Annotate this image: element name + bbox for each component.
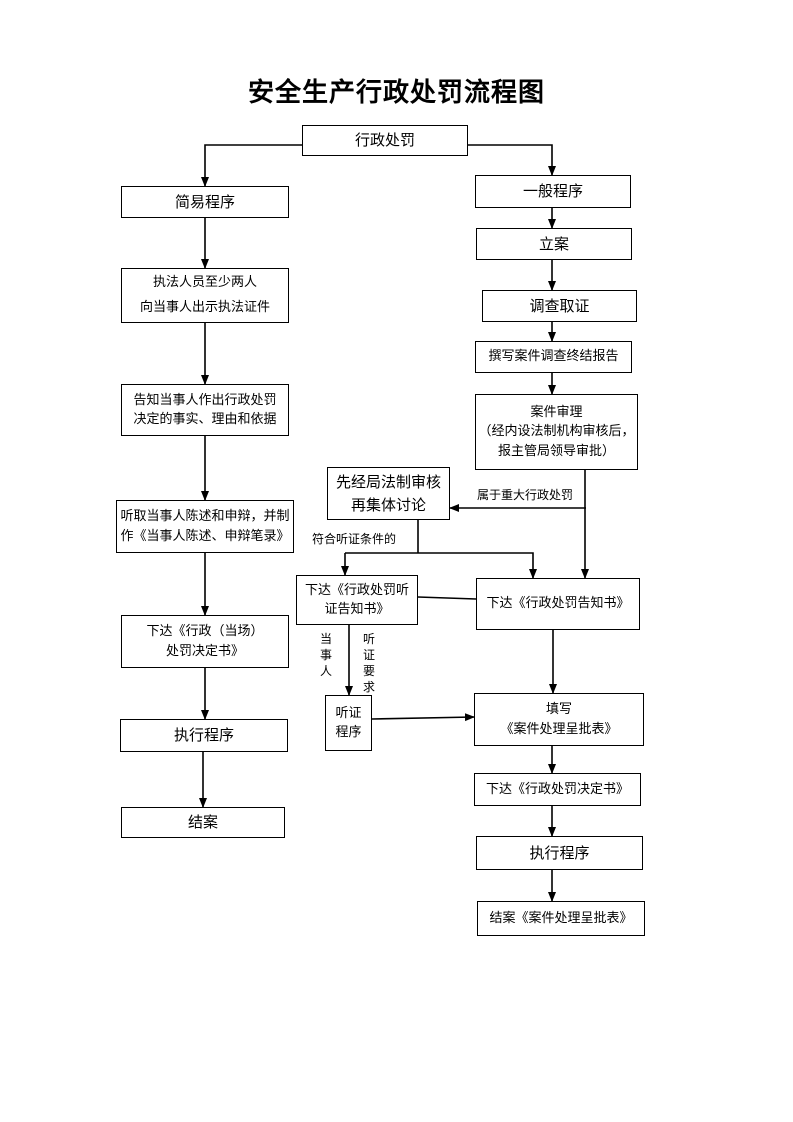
node-general-close: 结案《案件处理呈批表》 (477, 901, 645, 936)
node-onsite-decision: 下达《行政（当场） 处罚决定书》 (121, 615, 289, 668)
node-label-line2: 再集体讨论 (350, 495, 426, 514)
node-label: 一般程序 (522, 182, 583, 201)
node-general-procedure: 一般程序 (475, 175, 631, 208)
node-simple-execution: 执行程序 (120, 719, 288, 752)
arrow-root-to-general (468, 144, 556, 176)
node-label-line3: 报主管局领导审批） (497, 443, 615, 459)
node-label: 结案 (187, 813, 218, 832)
node-label-line1: 听取当事人陈述和申辩，并制 (120, 509, 290, 524)
connector-notices (417, 596, 477, 600)
node-investigate: 调查取证 (482, 290, 637, 322)
node-fill-form: 填写 《案件处理呈批表》 (474, 693, 644, 746)
arrow-review-to-hearing-notice (345, 552, 537, 579)
node-label-line2: 《案件处理呈批表》 (500, 721, 618, 737)
node-simple-close: 结案 (121, 807, 285, 838)
node-file-case: 立案 (476, 228, 632, 260)
node-label-line2: （经内设法制机构审核后， (478, 424, 635, 440)
node-show-credentials: 执法人员至少两人 向当事人出示执法证件 (121, 268, 289, 323)
node-write-report: 撰写案件调查终结报告 (475, 341, 632, 373)
node-label-line1: 填写 (545, 702, 572, 717)
node-simple-procedure: 简易程序 (121, 186, 289, 218)
arrow-root-to-simple (201, 144, 302, 187)
node-label-line2: 证告知书》 (324, 602, 390, 617)
label-major-penalty: 属于重大行政处罚 (477, 488, 574, 502)
node-label-line2: 作《当事人陈述、申辩笔录》 (120, 528, 290, 544)
node-hearing-notice: 下达《行政处罚听 证告知书》 (296, 575, 418, 625)
node-hearing-procedure: 听证 程序 (325, 695, 372, 751)
node-label-line1: 执法人员至少两人 (152, 274, 257, 290)
node-label: 调查取证 (529, 296, 590, 315)
node-label: 立案 (538, 234, 569, 253)
node-administrative-penalty: 行政处罚 (302, 125, 468, 156)
label-hearing-condition: 符合听证条件的 (312, 532, 397, 546)
node-label: 结案《案件处理呈批表》 (489, 910, 633, 926)
label-hearing-request: 听证要求 (362, 632, 375, 694)
node-label: 执行程序 (529, 843, 590, 862)
node-label: 简易程序 (174, 192, 235, 211)
node-label-line1: 告知当事人作出行政处罚 (133, 392, 277, 408)
node-label-line1: 案件审理 (530, 404, 583, 420)
node-label: 下达《行政处罚决定书》 (485, 781, 629, 797)
node-label-line1: 下达《行政（当场） (146, 624, 264, 639)
node-label-line2: 向当事人出示执法证件 (139, 299, 270, 315)
node-label-line2: 决定的事实、理由和依据 (133, 412, 277, 427)
node-penalty-decision: 下达《行政处罚决定书》 (474, 773, 641, 806)
node-label: 行政处罚 (354, 131, 415, 150)
node-label-line2: 处罚决定书》 (165, 643, 244, 659)
label-party: 当事人 (319, 632, 332, 678)
node-hear-statement: 听取当事人陈述和申辩，并制 作《当事人陈述、申辩笔录》 (116, 500, 294, 553)
node-inform-facts: 告知当事人作出行政处罚 决定的事实、理由和依据 (121, 384, 289, 436)
node-label-line1: 下达《行政处罚听 (304, 582, 409, 598)
node-label-line2: 程序 (335, 725, 362, 740)
node-label: 撰写案件调查终结报告 (488, 349, 619, 365)
node-label-line1: 听证 (335, 705, 362, 721)
page-title: 安全生产行政处罚流程图 (247, 78, 545, 108)
node-label: 下达《行政处罚告知书》 (486, 596, 630, 612)
node-label-line1: 先经局法制审核 (335, 473, 441, 491)
node-legal-review: 先经局法制审核 再集体讨论 (327, 467, 450, 520)
arrow-hearing-to-fill (371, 713, 475, 722)
node-penalty-notice: 下达《行政处罚告知书》 (476, 578, 640, 630)
node-label: 执行程序 (173, 726, 234, 745)
node-case-audit: 案件审理 （经内设法制机构审核后， 报主管局领导审批） (475, 394, 638, 470)
node-general-execution: 执行程序 (476, 836, 643, 870)
